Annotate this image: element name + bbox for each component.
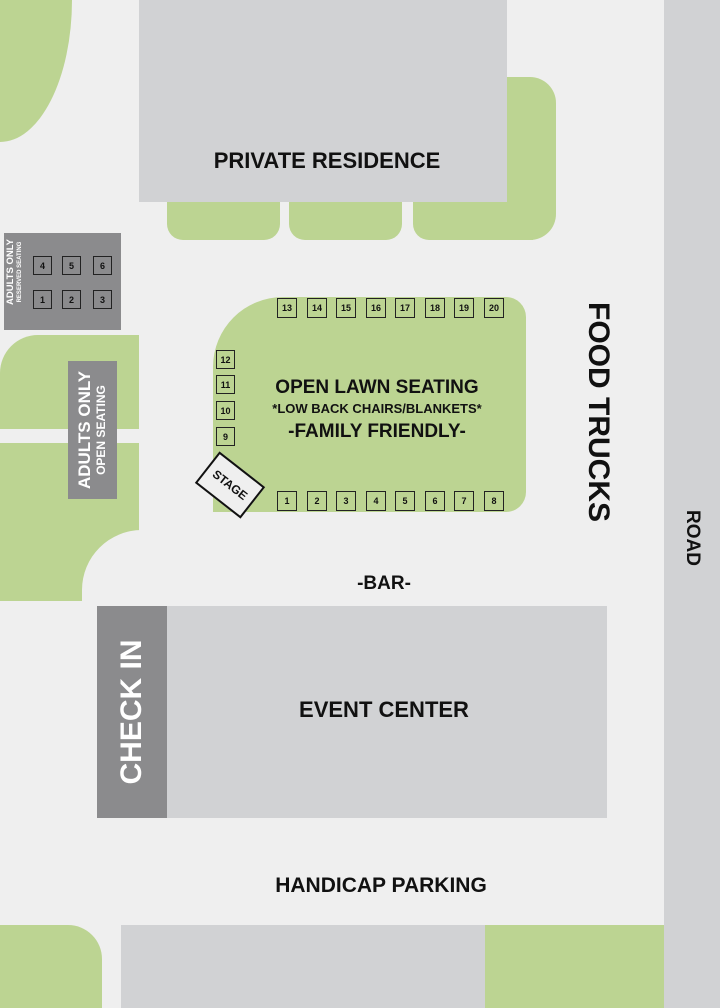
reserved-seating-text: RESERVED SEATING xyxy=(17,241,23,303)
seat-2[interactable]: 2 xyxy=(307,491,327,511)
seat-4[interactable]: 4 xyxy=(366,491,386,511)
adults-only-open-text: ADULTS ONLY xyxy=(75,370,94,490)
seat-1[interactable]: 1 xyxy=(277,491,297,511)
seat-15[interactable]: 15 xyxy=(336,298,356,318)
road-label: ROAD xyxy=(682,510,703,566)
event-center-label: EVENT CENTER xyxy=(299,697,469,722)
event-center-building xyxy=(97,606,607,818)
adults-only-reserved-label: ADULTS ONLY RESERVED SEATING xyxy=(5,239,24,305)
reserved-seat-1[interactable]: 1 xyxy=(33,290,52,309)
handicap-parking-label: HANDICAP PARKING xyxy=(275,874,487,897)
seat-13[interactable]: 13 xyxy=(277,298,297,318)
seat-14[interactable]: 14 xyxy=(307,298,327,318)
private-residence-building xyxy=(139,0,507,202)
seat-10[interactable]: 10 xyxy=(216,401,235,420)
seat-12[interactable]: 12 xyxy=(216,350,235,369)
seat-20[interactable]: 20 xyxy=(484,298,504,318)
check-in-label: CHECK IN xyxy=(115,639,148,785)
lawn-strip-2 xyxy=(289,202,402,240)
family-friendly-label: -FAMILY FRIENDLY- xyxy=(288,421,466,442)
open-seating-text: OPEN SEATING xyxy=(94,385,108,475)
lawn-bottom-left xyxy=(0,925,102,1008)
lawn-strip-3 xyxy=(413,202,533,240)
seat-9[interactable]: 9 xyxy=(216,427,235,446)
seat-17[interactable]: 17 xyxy=(395,298,415,318)
adults-only-text: ADULTS ONLY xyxy=(5,239,16,305)
food-trucks-label: FOOD TRUCKS xyxy=(582,302,615,522)
seat-5[interactable]: 5 xyxy=(395,491,415,511)
lawn-strip-1 xyxy=(167,202,280,240)
reserved-seating-area xyxy=(4,233,121,330)
reserved-seat-4[interactable]: 4 xyxy=(33,256,52,275)
seat-6[interactable]: 6 xyxy=(425,491,445,511)
open-lawn-seating-label: OPEN LAWN SEATING xyxy=(275,377,479,398)
seat-16[interactable]: 16 xyxy=(366,298,386,318)
reserved-seat-6[interactable]: 6 xyxy=(93,256,112,275)
reserved-seat-2[interactable]: 2 xyxy=(62,290,81,309)
open-seating-area xyxy=(68,361,117,499)
reserved-seat-3[interactable]: 3 xyxy=(93,290,112,309)
bar-label: -BAR- xyxy=(357,573,411,594)
private-residence-label: PRIVATE RESIDENCE xyxy=(213,148,441,173)
low-back-chairs-label: *LOW BACK CHAIRS/BLANKETS* xyxy=(272,401,482,416)
seat-19[interactable]: 19 xyxy=(454,298,474,318)
parking-lot xyxy=(121,925,485,1008)
adults-only-open-label: ADULTS ONLY OPEN SEATING xyxy=(75,370,108,490)
lawn-top-left xyxy=(0,0,72,142)
seat-3[interactable]: 3 xyxy=(336,491,356,511)
stage-label: STAGE xyxy=(209,467,251,503)
seat-7[interactable]: 7 xyxy=(454,491,474,511)
main-lawn xyxy=(213,297,526,512)
seat-18[interactable]: 18 xyxy=(425,298,445,318)
lawn-bottom-right xyxy=(485,925,664,1008)
check-in-area[interactable] xyxy=(97,606,167,818)
road xyxy=(664,0,720,1008)
reserved-seat-5[interactable]: 5 xyxy=(62,256,81,275)
seat-8[interactable]: 8 xyxy=(484,491,504,511)
seat-11[interactable]: 11 xyxy=(216,375,235,394)
